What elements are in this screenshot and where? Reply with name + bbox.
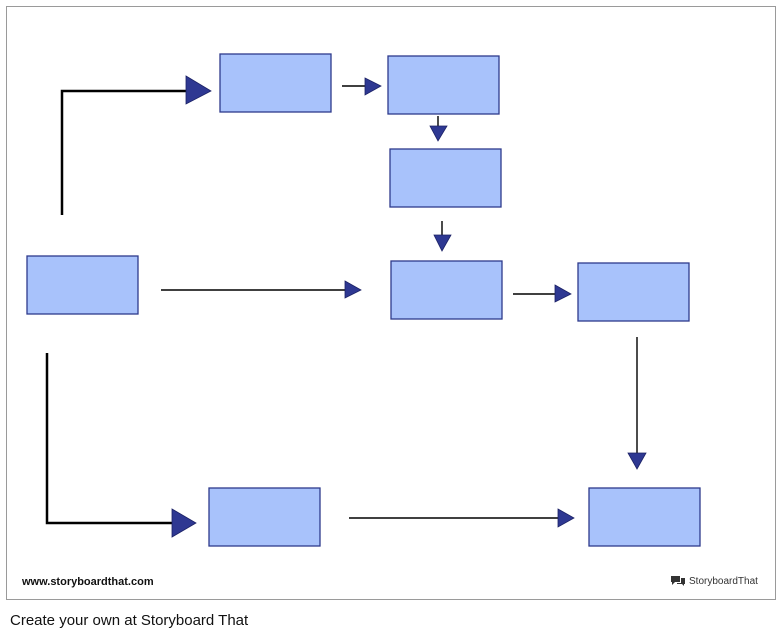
arrowhead [554,284,572,303]
box-bottom-right [588,487,701,547]
box-start-left [26,255,139,315]
connector-right-middle-to-bottom-right [627,337,647,470]
arrowhead [171,508,197,538]
box-top-1 [219,53,332,113]
arrowhead [557,508,575,528]
arrowhead [429,125,448,142]
connector-top-2-to-middle-1 [429,116,448,142]
connector-middle-1-to-center [433,221,452,252]
arrowhead [433,234,452,252]
connector-start-to-center [161,280,362,299]
box-right-middle [577,262,690,322]
box-bottom-left [208,487,321,547]
connector-top-1-to-top-2 [342,77,382,96]
arrowhead [185,75,212,105]
connector-start-to-bottom-left [45,353,197,538]
connector-bottom-left-to-bottom-right [349,508,575,528]
box-top-2 [387,55,500,115]
create-your-own-link[interactable]: Create your own at Storyboard That [10,612,249,629]
site-url[interactable]: www.storyboardthat.com [22,576,154,588]
box-center [390,260,503,320]
brand-logo: StoryboardThat [670,575,758,587]
speech-bubble-icon [671,576,685,586]
box-middle-1 [389,148,502,208]
arrowhead [627,452,647,470]
connector-center-to-right-middle [513,284,572,303]
brand-name: StoryboardThat [689,575,758,587]
arrowhead [364,77,382,96]
connector-start-to-top-1 [60,75,212,215]
arrowhead [344,280,362,299]
